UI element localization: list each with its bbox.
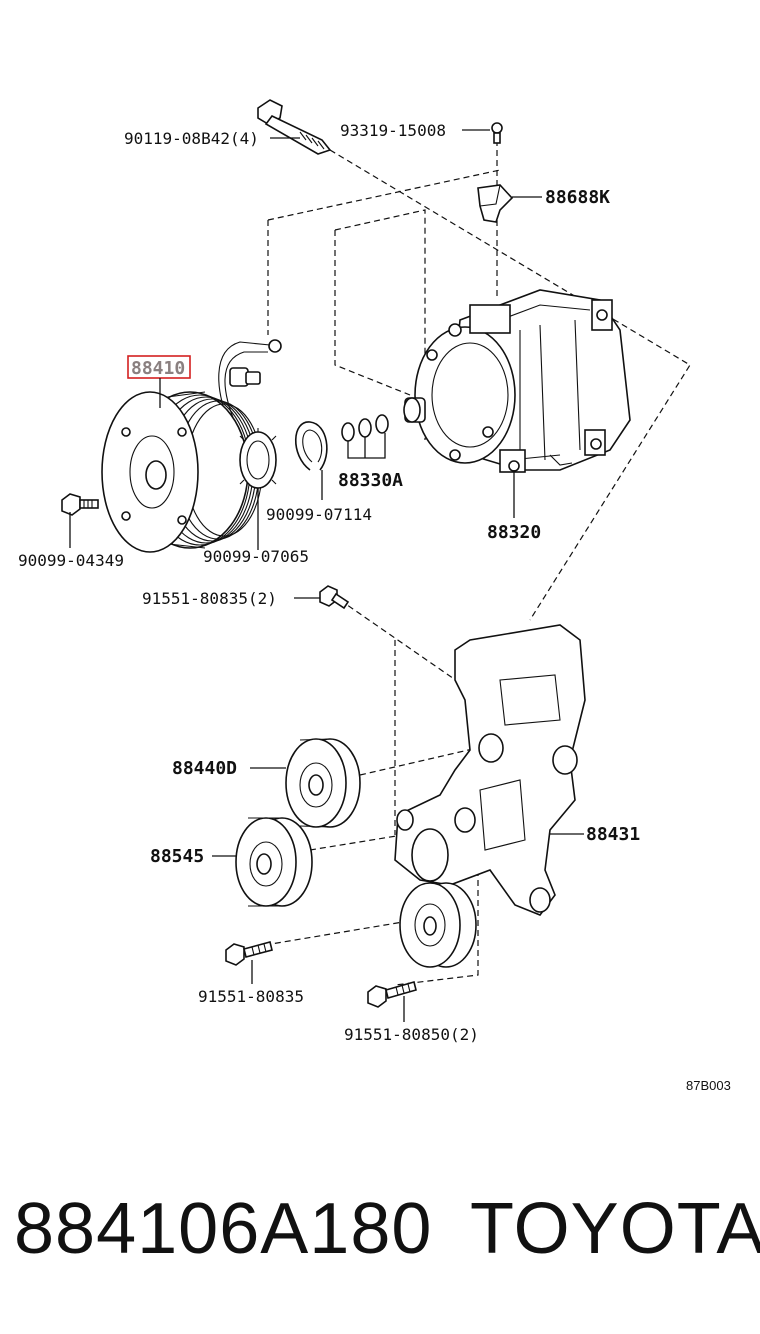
diagram-code: 87B003: [686, 1078, 731, 1093]
clutch-ring-icon[interactable]: [239, 428, 277, 492]
tension-pulley-icon[interactable]: [399, 882, 477, 968]
label-screw-top: 93319-15008: [340, 121, 446, 140]
clutch-pulley-icon[interactable]: [101, 391, 263, 553]
label-shims: 88330A: [338, 470, 403, 491]
label-idler-upper: 88440D: [172, 758, 237, 779]
label-idler-lower: 88545: [150, 846, 204, 867]
bolt-long-icon[interactable]: [367, 981, 417, 1008]
bolt-low-icon[interactable]: [225, 941, 273, 966]
compressor-icon[interactable]: [403, 289, 631, 473]
bolt-top-icon[interactable]: [257, 99, 332, 155]
label-snap-ring: 90099-07114: [266, 505, 372, 524]
part-number: 884106A180: [14, 1189, 433, 1269]
small-bracket-icon[interactable]: [477, 184, 514, 223]
idler-pulley-upper-icon[interactable]: [285, 738, 361, 828]
screw-top-icon[interactable]: [491, 122, 503, 144]
label-clutch-ring: 90099-07065: [203, 547, 309, 566]
label-bolt-low: 91551-80835: [198, 987, 304, 1006]
label-bolt-long: 91551-80850(2): [344, 1025, 479, 1044]
idler-pulley-lower-icon[interactable]: [235, 817, 313, 907]
bolt-mid-icon[interactable]: [319, 585, 350, 610]
label-clutch-bolt: 90099-04349: [18, 551, 124, 570]
clutch-bolt-icon[interactable]: [61, 493, 99, 516]
label-compressor: 88320: [487, 522, 541, 543]
clutch-lead-wire: [218, 339, 282, 426]
label-bolt-mid: 91551-80835(2): [142, 589, 277, 608]
label-clutch: 88410: [131, 358, 185, 379]
label-bracket: 88431: [586, 824, 640, 845]
snap-ring-icon[interactable]: [295, 421, 328, 471]
bracket-icon[interactable]: [394, 624, 586, 916]
brand-name: TOYOTA: [470, 1189, 760, 1269]
clutch-highlight-box: [127, 355, 191, 379]
label-small-bracket: 88688K: [545, 187, 610, 208]
label-bolt-top: 90119-08B42(4): [124, 129, 259, 148]
